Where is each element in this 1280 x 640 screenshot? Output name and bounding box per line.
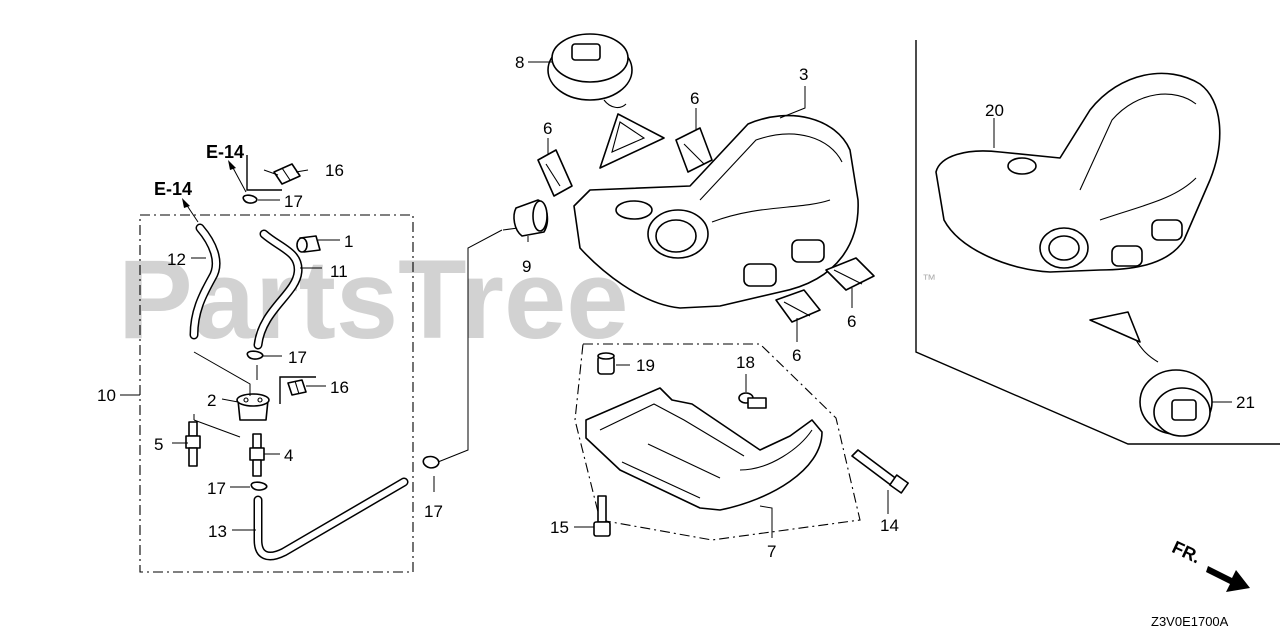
damper-6-b (675, 127, 713, 173)
clip-17-b (246, 350, 264, 360)
hose-12 (189, 223, 221, 340)
clip-16-upper (273, 163, 301, 185)
grommet-part-2 (236, 393, 270, 421)
damper-6-c (825, 257, 875, 291)
clip-17-c (250, 481, 268, 491)
callout-6b: 6 (690, 89, 699, 108)
callouts: 1 2 3 4 5 6 6 6 6 7 8 9 10 11 12 13 14 1… (97, 53, 1255, 561)
callout-2: 2 (207, 391, 216, 410)
callout-10: 10 (97, 386, 116, 405)
clip-17-d (422, 455, 440, 469)
variant-separator (915, 40, 1280, 445)
bracket-16-upper (246, 155, 282, 191)
callout-17b: 17 (288, 348, 307, 367)
clip-17-a (242, 194, 258, 204)
fuel-cap-part-8 (547, 33, 665, 169)
fuel-tank-part-20 (935, 72, 1221, 273)
watermark-text: PartsTree (118, 237, 629, 362)
callout-16b: 16 (330, 378, 349, 397)
callout-5: 5 (154, 435, 163, 454)
group-box-7 (574, 343, 861, 541)
callout-20: 20 (985, 101, 1004, 120)
diagram-code: Z3V0E1700A (1151, 614, 1229, 629)
joint-part-1 (296, 235, 321, 253)
bolt-part-14 (851, 449, 909, 494)
fuel-cap-part-21 (1089, 311, 1213, 437)
fuel-tank-part-3 (573, 114, 859, 309)
e14-lower-label: E-14 (154, 179, 192, 199)
bolt-part-18 (738, 392, 767, 409)
bolt-part-15 (593, 495, 611, 537)
callout-17c: 17 (207, 479, 226, 498)
callout-13: 13 (208, 522, 227, 541)
collar-part-19 (597, 352, 615, 375)
bracket-16-lower (279, 376, 316, 404)
callout-3: 3 (799, 65, 808, 84)
damper-6-d (775, 289, 821, 323)
fuel-filter-part-9 (502, 199, 549, 237)
callout-17a: 17 (284, 192, 303, 211)
callout-21: 21 (1236, 393, 1255, 412)
callout-7: 7 (767, 542, 776, 561)
callout-17d: 17 (424, 502, 443, 521)
fitting-part-4 (249, 433, 265, 477)
callout-14: 14 (880, 516, 899, 535)
fitting-part-5 (185, 421, 201, 467)
callout-15: 15 (550, 518, 569, 537)
callout-6a: 6 (543, 119, 552, 138)
e14-upper-label: E-14 (206, 142, 244, 162)
callout-11: 11 (330, 262, 348, 281)
group-box-10 (139, 214, 414, 573)
callout-1: 1 (344, 232, 353, 251)
hose-11 (253, 229, 303, 350)
front-direction-arrow: FR. (1169, 537, 1250, 592)
callout-6c: 6 (847, 312, 856, 331)
leader-lines (120, 61, 1232, 538)
bracket-part-7 (585, 387, 823, 511)
callout-8: 8 (515, 53, 524, 72)
callout-19: 19 (636, 356, 655, 375)
hose-13 (253, 477, 409, 561)
callout-6d: 6 (792, 346, 801, 365)
damper-6-a (537, 149, 573, 197)
callout-4: 4 (284, 446, 293, 465)
callout-12: 12 (167, 250, 186, 269)
callout-18: 18 (736, 353, 755, 372)
clip-16-lower (287, 379, 307, 396)
e14-reference-upper: E-14 (206, 142, 247, 193)
callout-16a: 16 (325, 161, 344, 180)
callout-9: 9 (522, 257, 531, 276)
watermark-trademark: ™ (922, 271, 936, 287)
e14-reference-lower: E-14 (154, 179, 199, 223)
front-direction-label: FR. (1169, 537, 1204, 567)
